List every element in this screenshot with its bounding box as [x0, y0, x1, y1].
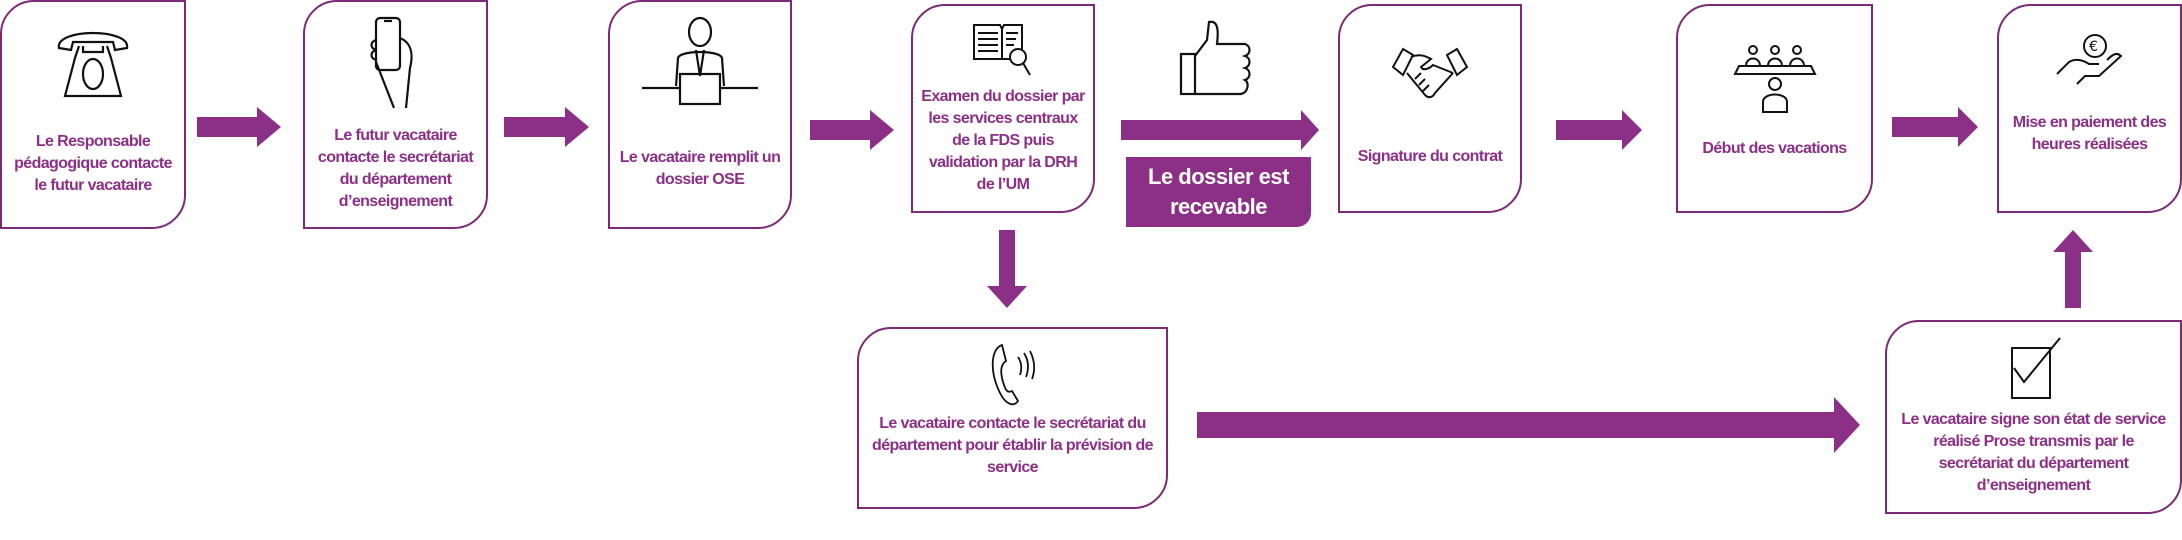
arrow-right-4: [1121, 110, 1319, 150]
arrow-right-long: [1197, 397, 1860, 453]
audience-icon: [1732, 44, 1817, 116]
step-7-box: € Mise en paiement des heures réalisées: [1997, 4, 2182, 213]
step-6-box: Début des vacations: [1676, 4, 1873, 213]
step-5-text: Signature du contrat: [1357, 147, 1503, 165]
step-2-text: Le futur vacataire contacte le secrétari…: [317, 126, 474, 210]
arrow-up: [2053, 230, 2093, 308]
step-7-text: Mise en paiement des heures réalisées: [2012, 113, 2167, 153]
step-1-box: Le Responsable pédagogique contacte le f…: [0, 0, 186, 229]
step-9-box: Le vacataire signe son état de service r…: [1885, 320, 2182, 514]
step-5-box: Signature du contrat: [1338, 4, 1522, 213]
step-2-box: Le futur vacataire contacte le secrétari…: [303, 0, 488, 229]
euro-hand-icon: €: [2055, 34, 2125, 86]
arrow-right-2: [504, 107, 589, 147]
arrow-right-1: [197, 107, 281, 147]
step-9-text: Le vacataire signe son état de service r…: [1901, 411, 2166, 494]
step-3-text: Le vacataire remplit un dossier OSE: [619, 148, 781, 188]
telephone-icon: [53, 20, 133, 100]
svg-text:€: €: [2089, 39, 2098, 55]
person-laptop-icon: [642, 16, 758, 110]
step-4-text: Examen du dossier par les services centr…: [921, 87, 1085, 193]
thumbs-up-icon: [1179, 20, 1253, 103]
step-8-box: Le vacataire contacte le secrétariat du …: [857, 327, 1168, 509]
step-3-box: Le vacataire remplit un dossier OSE: [608, 0, 792, 229]
step-8-text: Le vacataire contacte le secrétariat du …: [872, 415, 1154, 476]
arrow-right-3: [810, 110, 894, 150]
book-magnifier-icon: [970, 20, 1036, 80]
handshake-icon: [1391, 46, 1469, 102]
phone-ringing-icon: [988, 343, 1038, 407]
arrow-right-6: [1892, 107, 1978, 147]
arrow-right-5: [1556, 110, 1642, 150]
arrow-down: [987, 230, 1027, 308]
recevable-badge: Le dossier est recevable: [1126, 157, 1311, 227]
step-6-text: Début des vacations: [1702, 139, 1847, 157]
smartphone-hand-icon: [366, 16, 426, 110]
checkbox-icon: [2006, 336, 2062, 400]
step-4-box: Examen du dossier par les services centr…: [911, 4, 1095, 213]
step-1-text: Le Responsable pédagogique contacte le f…: [14, 132, 172, 194]
